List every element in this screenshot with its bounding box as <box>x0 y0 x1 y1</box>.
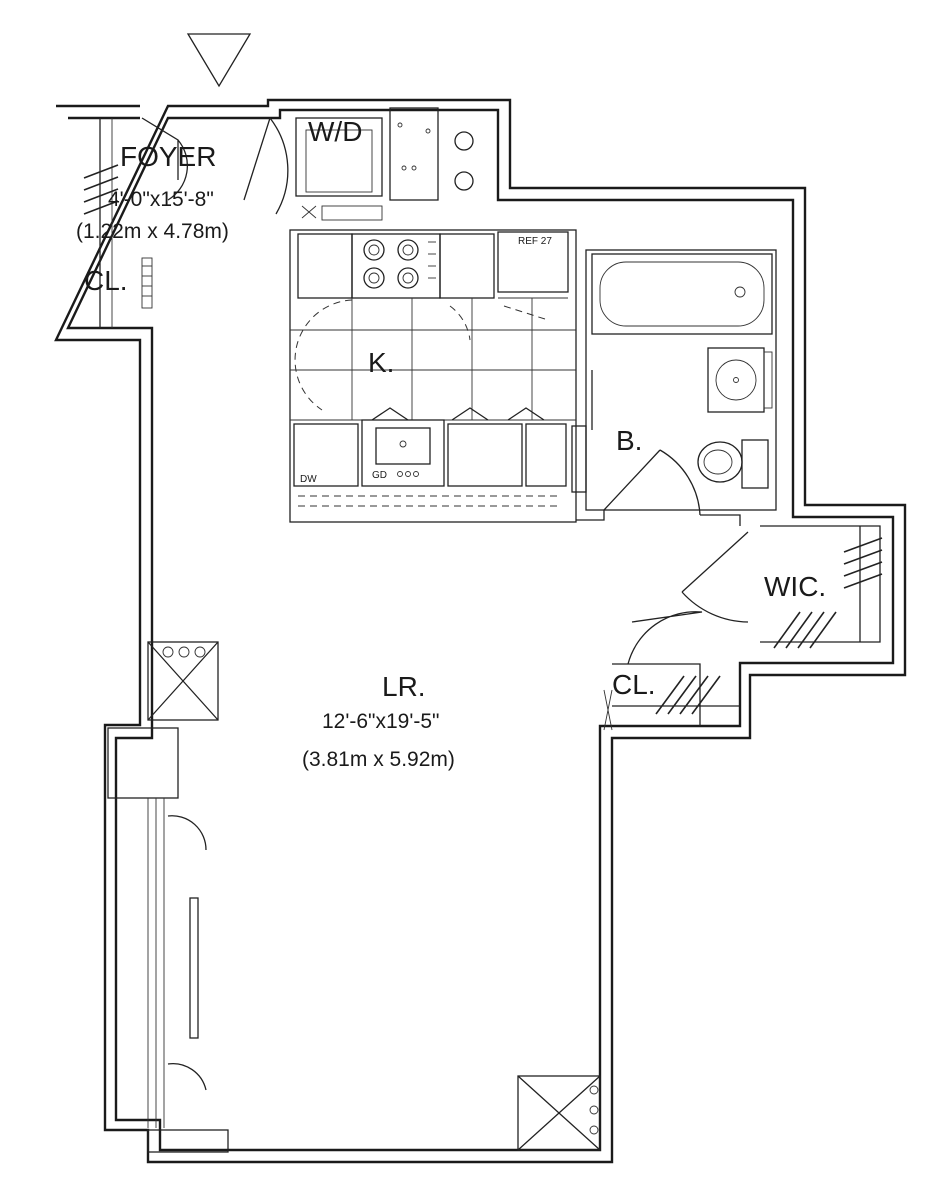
stove-burners-icon <box>363 239 436 289</box>
lr-closet-hatch <box>655 675 721 715</box>
bathroom-area <box>571 249 777 526</box>
foyer-area <box>83 117 289 328</box>
lr-closet-area <box>603 611 740 731</box>
bath-door[interactable] <box>603 449 701 516</box>
bathtub <box>591 253 773 335</box>
lr-closet-door[interactable] <box>627 611 703 665</box>
kitchen-sink <box>375 427 431 465</box>
toilet <box>697 441 743 483</box>
foyer-vent <box>141 257 153 309</box>
bath-label: B. <box>616 425 642 456</box>
wic-door[interactable] <box>681 531 749 623</box>
foyer-closet-hatch <box>83 164 119 215</box>
refrigerator <box>497 231 569 293</box>
kitchen-area <box>289 229 577 523</box>
garbage-disposal-label: GD <box>372 470 387 481</box>
kitchen-floor-tiles <box>290 298 576 421</box>
wic-hatch-bottom <box>773 611 837 649</box>
foyer-dim-imperial: 4'-0"x15'-8" <box>108 188 214 211</box>
lr-closet-label: CL. <box>612 669 656 700</box>
foyer-dim-metric: (1.22m x 4.78m) <box>76 220 229 243</box>
lr-column-west <box>147 641 219 721</box>
foyer-door[interactable] <box>243 117 289 215</box>
refrigerator-label: REF 27 <box>518 236 552 247</box>
washer-dryer-label: W/D <box>308 116 362 147</box>
lr-column-east <box>517 1075 601 1151</box>
foyer-closet-label: CL. <box>84 265 128 296</box>
outer-walls <box>54 98 907 1164</box>
living-room-dim-imperial: 12'-6"x19'-5" <box>322 710 440 733</box>
kitchen-label: K. <box>368 347 394 378</box>
washer-dryer <box>295 107 474 221</box>
wic-label: WIC. <box>764 571 826 602</box>
living-room-label: LR. <box>382 671 426 702</box>
dishwasher-label: DW <box>300 474 317 485</box>
foyer-label: FOYER <box>120 141 216 172</box>
living-room-dim-metric: (3.81m x 5.92m) <box>302 748 455 771</box>
wic-hatch-top <box>843 537 883 589</box>
window-wall <box>107 727 229 1153</box>
walk-in-closet-area <box>681 525 883 649</box>
entry-door[interactable] <box>141 117 188 201</box>
entrance-arrow-icon <box>186 33 252 88</box>
